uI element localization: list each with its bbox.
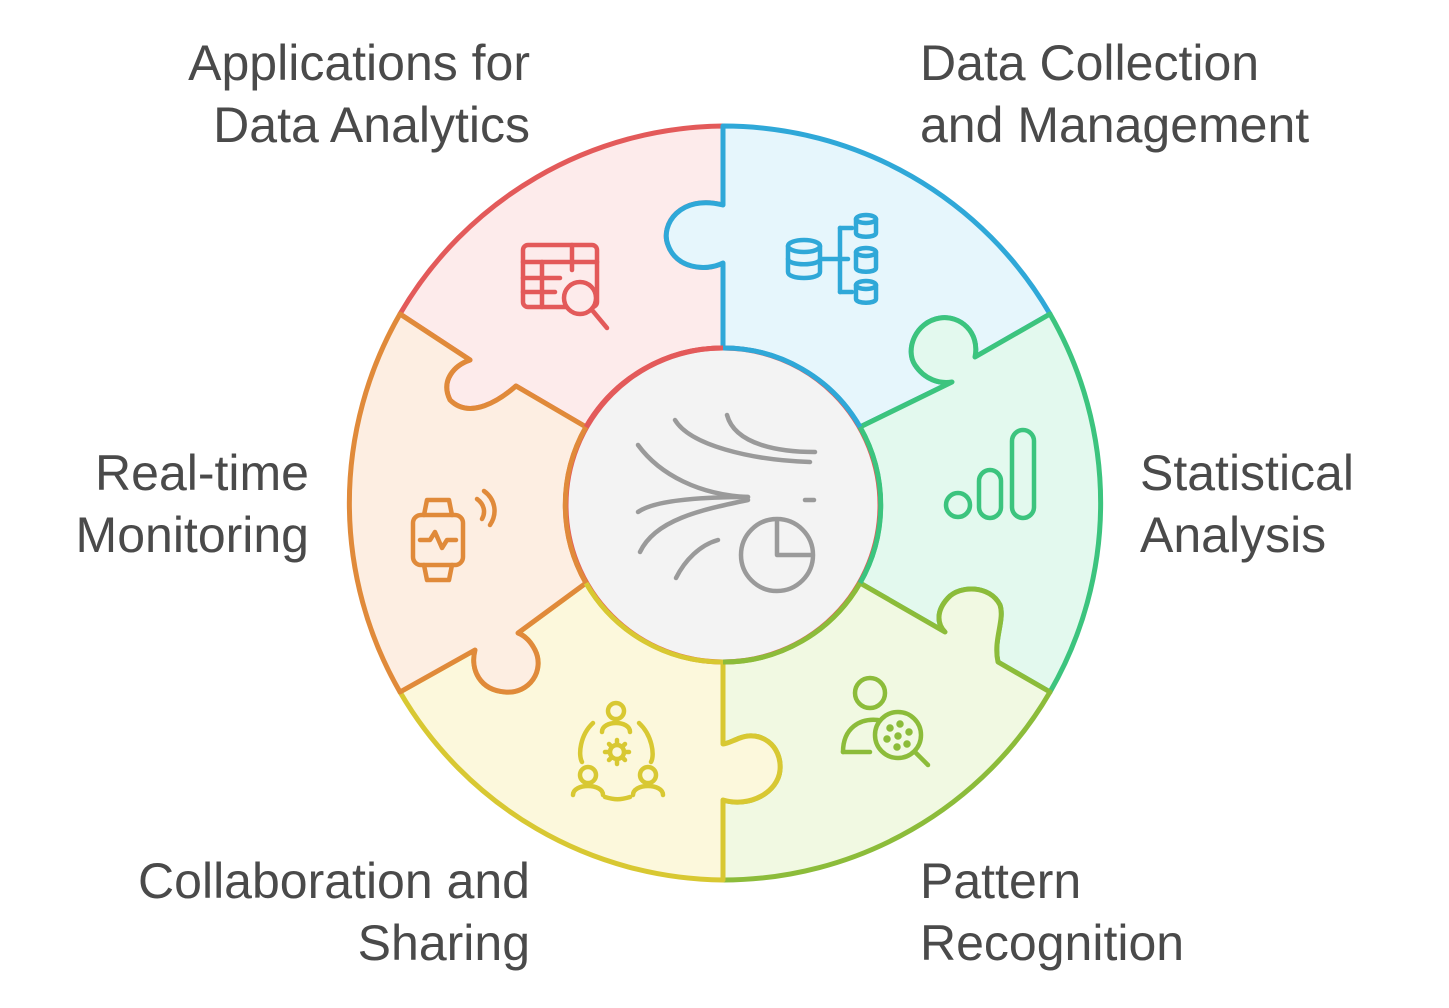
table-search-icon: [520, 242, 610, 331]
label-data-collection: Data Collection and Management: [920, 32, 1309, 156]
label-pattern-line1: Pattern: [920, 853, 1082, 909]
label-realtime-line2: Monitoring: [75, 507, 309, 563]
bar-chart-icon: [943, 427, 1037, 521]
label-statistical: Statistical Analysis: [1140, 442, 1354, 566]
label-collaboration-line1: Collaboration and: [138, 853, 530, 909]
label-pattern-line2: Recognition: [920, 915, 1185, 971]
smartwatch-signal-icon: [410, 488, 497, 583]
label-data-collection-line1: Data Collection: [920, 35, 1260, 91]
label-applications-line2: Data Analytics: [213, 97, 530, 153]
team-collaboration-icon: [570, 700, 666, 802]
label-realtime-line1: Real-time: [95, 445, 309, 501]
label-collaboration-line2: Sharing: [357, 915, 530, 971]
label-data-collection-line2: and Management: [920, 97, 1310, 153]
data-flow-pie-icon: [635, 412, 818, 594]
database-hierarchy-icon: [785, 212, 879, 305]
label-pattern: Pattern Recognition: [920, 850, 1184, 974]
label-applications: Applications for Data Analytics: [188, 32, 530, 156]
label-applications-line1: Applications for: [188, 35, 530, 91]
label-realtime: Real-time Monitoring: [76, 442, 309, 566]
label-statistical-line1: Statistical: [1140, 445, 1354, 501]
label-collaboration: Collaboration and Sharing: [138, 850, 530, 974]
user-pattern-search-icon: [840, 675, 931, 768]
label-statistical-line2: Analysis: [1140, 507, 1327, 563]
